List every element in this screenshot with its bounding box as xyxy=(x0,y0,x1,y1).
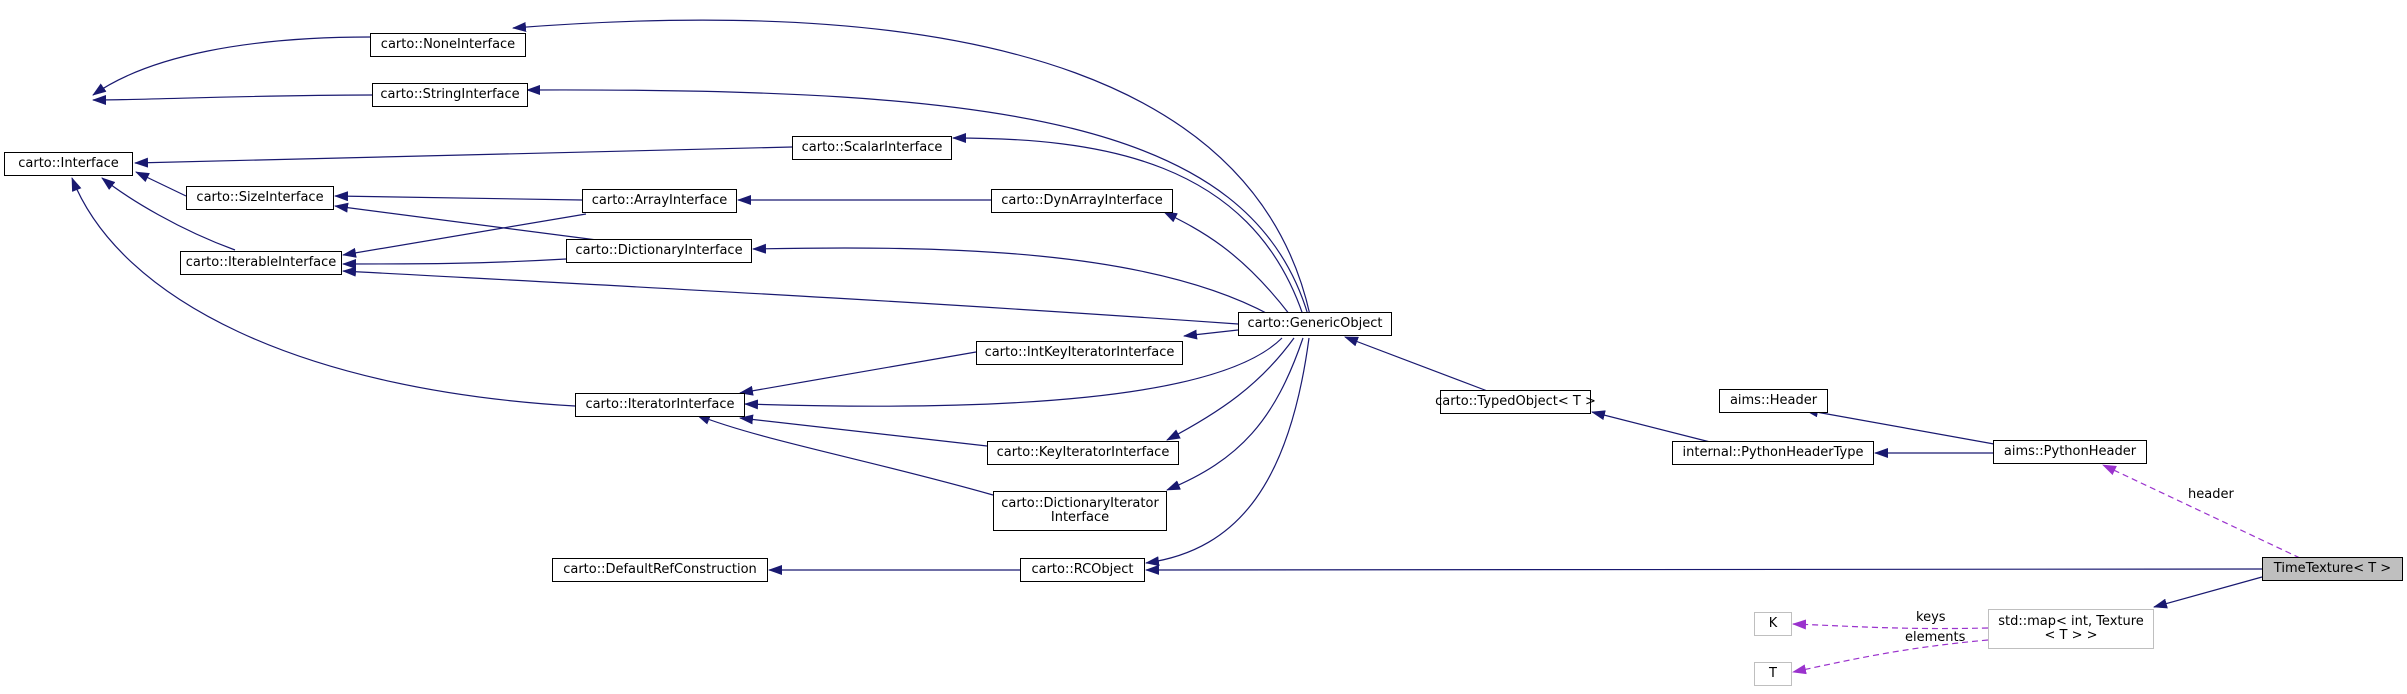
node-interface[interactable]: carto::Interface xyxy=(4,152,133,176)
edge-elements-usage xyxy=(1792,639,1989,675)
edge-pht-to-typed xyxy=(1591,410,1719,445)
edge-keyiter-to-iterator xyxy=(739,414,988,447)
node-none-interface[interactable]: carto::NoneInterface xyxy=(370,33,526,57)
edge-scalar-to-interface xyxy=(134,146,793,168)
edge-intkey-to-iterator xyxy=(739,351,977,396)
edge-timetexture-to-map xyxy=(2153,576,2263,609)
edge-pyheader-to-header xyxy=(1804,407,1995,445)
node-rc-object[interactable]: carto::RCObject xyxy=(1020,558,1145,582)
edge-iterator-to-interface xyxy=(71,177,576,407)
node-k[interactable]: K xyxy=(1754,612,1792,636)
edge-timetexture-to-rcobject xyxy=(1145,564,2263,575)
node-typed-object[interactable]: carto::TypedObject< T > xyxy=(1435,390,1596,414)
node-time-texture[interactable]: TimeTexture< T > xyxy=(2262,557,2403,581)
edge-label-keys: keys xyxy=(1916,610,1946,625)
node-string-interface[interactable]: carto::StringInterface xyxy=(372,83,528,107)
edge-array-to-size xyxy=(334,191,583,202)
node-size-interface[interactable]: carto::SizeInterface xyxy=(186,186,334,210)
edge-generic-to-none xyxy=(512,19,1311,316)
edge-generic-to-scalar xyxy=(952,133,1304,316)
edge-generic-to-dynarray xyxy=(1163,211,1291,316)
edge-generic-to-dictiter xyxy=(1166,337,1304,491)
node-aims-header[interactable]: aims::Header xyxy=(1719,389,1828,413)
edge-dict-to-iterable xyxy=(342,258,567,269)
node-array-interface[interactable]: carto::ArrayInterface xyxy=(582,189,737,213)
node-generic-object[interactable]: carto::GenericObject xyxy=(1238,312,1392,336)
edge-generic-to-intkey xyxy=(1183,329,1239,340)
node-intkey-iterator-interface[interactable]: carto::IntKeyIteratorInterface xyxy=(976,341,1183,365)
edge-generic-to-dict xyxy=(752,243,1271,316)
node-t[interactable]: T xyxy=(1754,662,1792,686)
node-scalar-interface[interactable]: carto::ScalarInterface xyxy=(792,136,952,160)
node-iterable-interface[interactable]: carto::IterableInterface xyxy=(180,251,342,275)
edge-generic-to-keyiter xyxy=(1166,337,1295,441)
edge-generic-to-rcobject xyxy=(1145,337,1310,567)
edge-dictiter-to-iterator xyxy=(696,414,994,496)
node-dictionary-iterator-interface[interactable]: carto::DictionaryIterator Interface xyxy=(993,491,1167,531)
edge-keys-usage xyxy=(1792,619,1989,630)
edge-generic-to-string xyxy=(526,84,1309,316)
node-dynarray-interface[interactable]: carto::DynArrayInterface xyxy=(991,189,1173,213)
edge-dict-to-size xyxy=(334,202,621,244)
edge-generic-to-iterable xyxy=(342,266,1239,325)
edge-label-header: header xyxy=(2188,487,2234,502)
edge-string-to-interface xyxy=(92,94,373,105)
edge-size-to-interface xyxy=(135,171,187,197)
node-dictionary-interface[interactable]: carto::DictionaryInterface xyxy=(566,239,752,263)
edge-none-to-interface xyxy=(92,36,371,96)
node-default-ref-construction[interactable]: carto::DefaultRefConstruction xyxy=(552,558,768,582)
node-std-map[interactable]: std::map< int, Texture < T > > xyxy=(1988,609,2154,649)
node-key-iterator-interface[interactable]: carto::KeyIteratorInterface xyxy=(987,441,1179,465)
edge-array-to-iterable xyxy=(342,213,587,258)
node-iterator-interface[interactable]: carto::IteratorInterface xyxy=(575,393,745,417)
edge-generic-to-iterator xyxy=(744,337,1283,410)
edge-iterable-to-interface xyxy=(101,177,236,251)
edge-typed-to-generic xyxy=(1344,336,1491,393)
node-python-header-type[interactable]: internal::PythonHeaderType xyxy=(1672,441,1874,465)
edge-label-elements: elements xyxy=(1905,630,1966,645)
node-python-header[interactable]: aims::PythonHeader xyxy=(1993,440,2147,464)
edge-header-usage xyxy=(2102,464,2301,559)
